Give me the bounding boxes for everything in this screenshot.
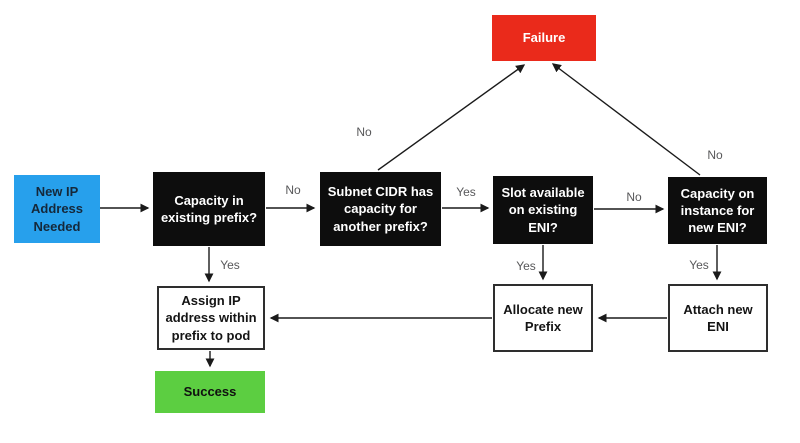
edge-label-subnet-to-failure: No — [356, 125, 372, 139]
node-new-ip-needed: New IP Address Needed — [14, 175, 100, 243]
node-capacity-instance-eni: Capacity on instance for new ENI? — [668, 177, 767, 244]
node-allocate-prefix: Allocate new Prefix — [493, 284, 593, 352]
node-capacity-existing-prefix: Capacity in existing prefix? — [153, 172, 265, 246]
edge-label-subnet-to-slot: Yes — [456, 185, 476, 199]
node-failure: Failure — [492, 15, 596, 61]
node-attach-eni: Attach new ENI — [668, 284, 768, 352]
node-assign-ip: Assign IP address within prefix to pod — [157, 286, 265, 350]
edge-label-capacity-to-assign: Yes — [220, 258, 240, 272]
edge-subnet-to-failure — [377, 64, 526, 171]
node-slot-available-eni: Slot available on existing ENI? — [493, 176, 593, 244]
edge-instance-to-failure — [551, 63, 701, 176]
node-subnet-cidr-capacity: Subnet CIDR has capacity for another pre… — [320, 172, 441, 246]
node-success: Success — [155, 371, 265, 413]
edge-label-slot-to-instance: No — [626, 190, 642, 204]
edge-label-instance-to-failure: No — [707, 148, 723, 162]
edge-label-slot-to-allocate: Yes — [516, 259, 536, 273]
edge-label-capacity-to-subnet: No — [285, 183, 301, 197]
edge-label-instance-to-attach: Yes — [689, 258, 709, 272]
